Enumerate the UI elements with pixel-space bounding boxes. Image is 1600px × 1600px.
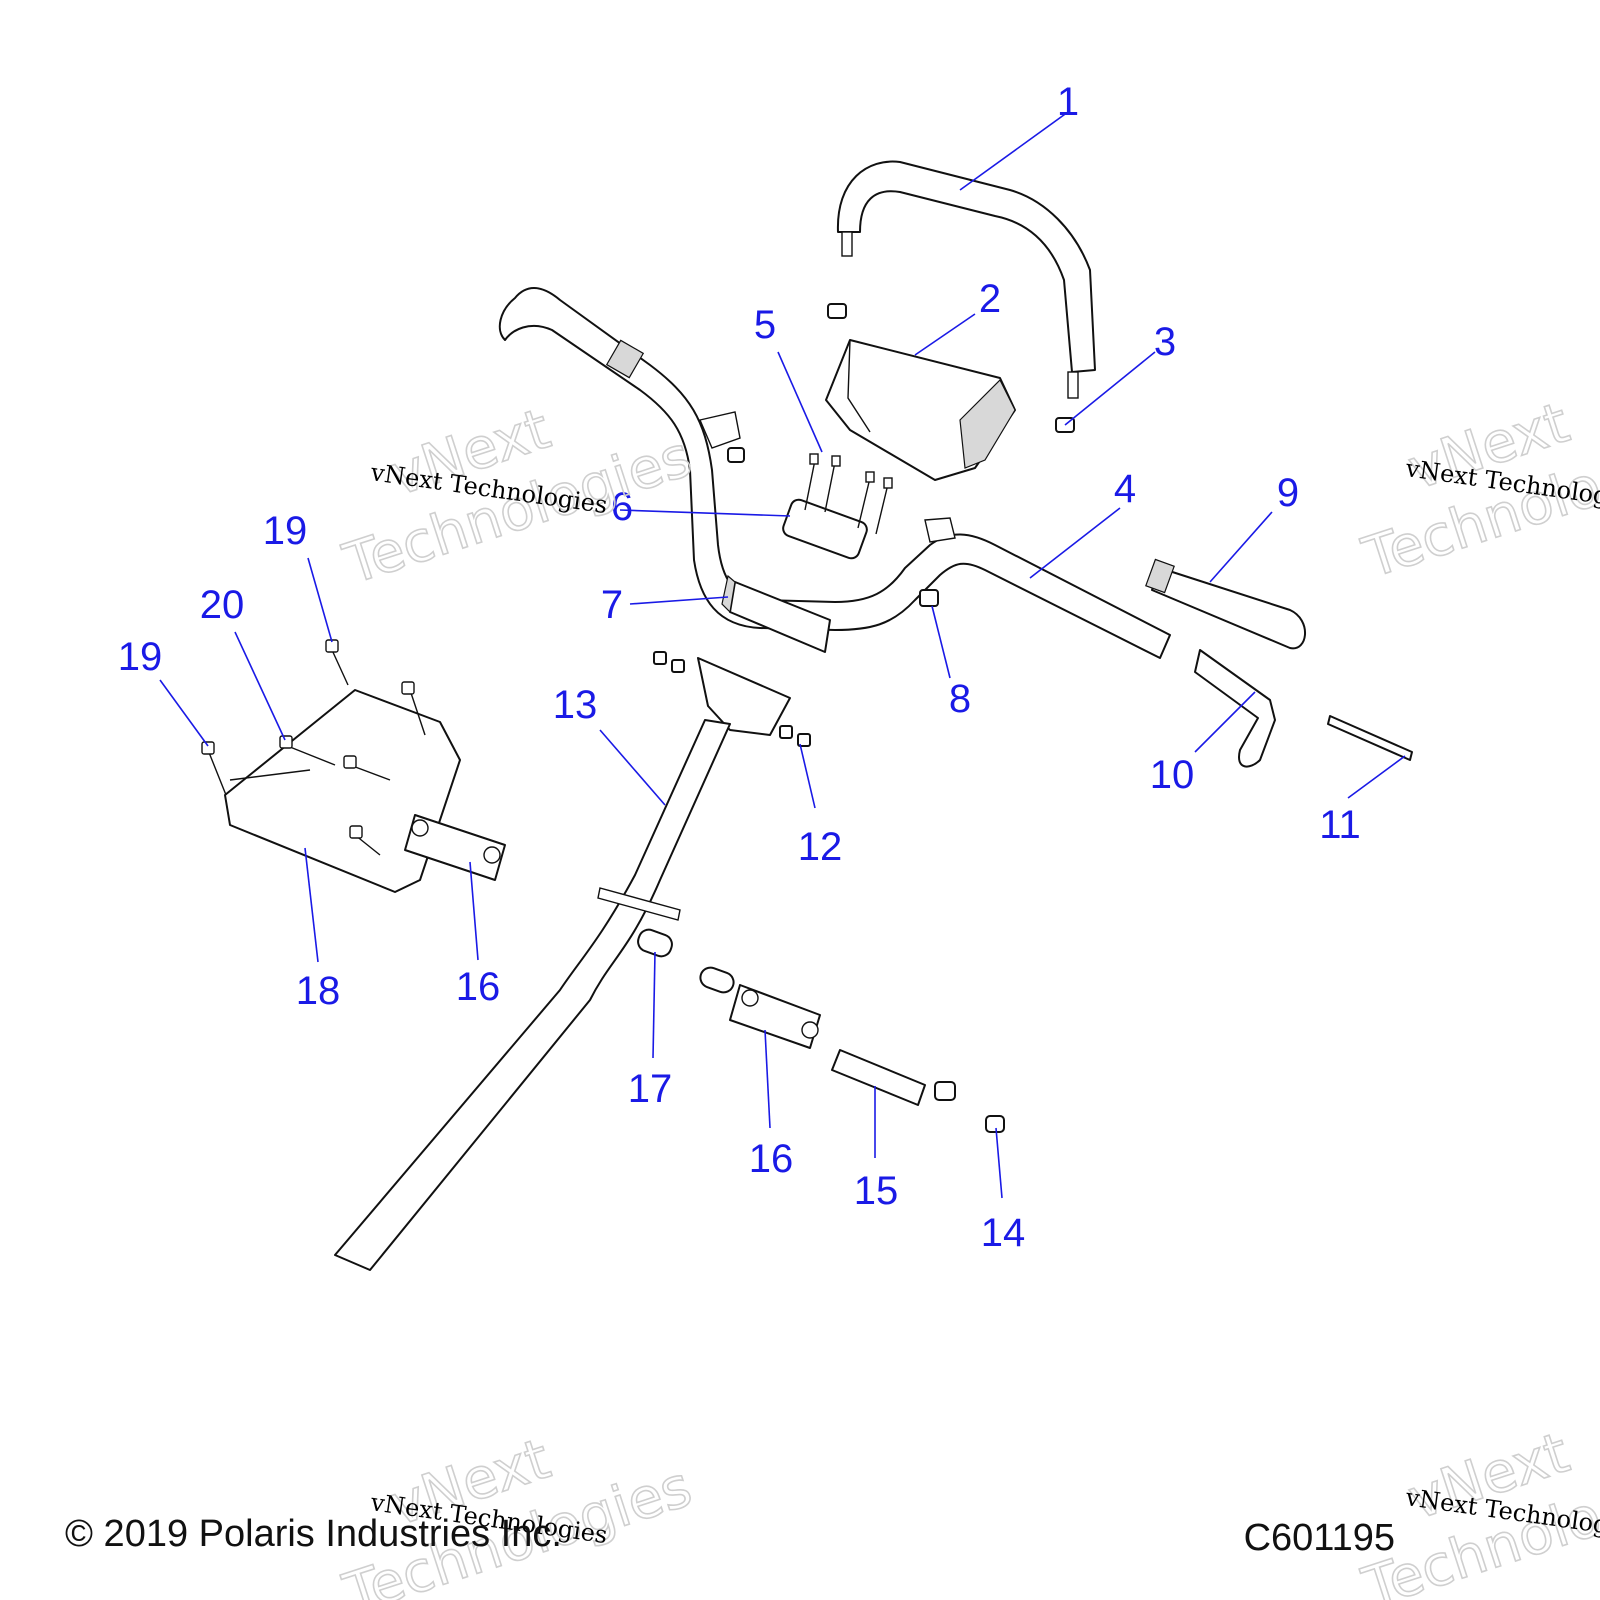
leader-19-lower — [159, 679, 209, 747]
callout-3: 3 — [1154, 320, 1176, 364]
leader-17 — [652, 951, 656, 1059]
leader-2 — [914, 313, 976, 356]
leader-16-upper — [469, 861, 479, 961]
callout-14: 14 — [981, 1211, 1026, 1255]
parts-drawing — [201, 160, 1413, 1271]
callout-2: 2 — [979, 277, 1001, 321]
leader-3 — [1064, 351, 1156, 426]
callout-19-lower: 19 — [118, 635, 163, 679]
callout-5: 5 — [754, 303, 776, 347]
leader-4 — [1029, 507, 1121, 579]
leader-20 — [234, 631, 286, 741]
part-clamp-upper — [782, 453, 893, 560]
callout-16-upper: 16 — [456, 965, 501, 1009]
leader-19-upper — [307, 557, 333, 643]
leader-7 — [629, 596, 729, 605]
part-bushing — [637, 928, 673, 958]
part-lever — [1194, 649, 1276, 768]
leader-12 — [799, 743, 816, 809]
part-clamp-block-upper — [404, 814, 506, 881]
part-steering-post — [334, 657, 791, 1271]
callout-18: 18 — [296, 969, 341, 1013]
leader-11 — [1347, 755, 1406, 799]
leader-13 — [599, 729, 666, 806]
leader-8 — [931, 605, 951, 679]
callout-8: 8 — [949, 677, 971, 721]
figure-id: C601195 — [1244, 1517, 1395, 1559]
callout-10: 10 — [1150, 753, 1195, 797]
leader-5 — [777, 351, 823, 453]
leader-14 — [995, 1127, 1003, 1199]
callout-9: 9 — [1277, 471, 1299, 515]
callout-7: 7 — [601, 583, 623, 627]
callout-17: 17 — [628, 1067, 673, 1111]
leader-6 — [619, 509, 791, 517]
part-grip — [1145, 558, 1306, 650]
part-plate — [831, 1049, 956, 1106]
leader-18 — [304, 847, 319, 963]
leader-lines — [159, 111, 1406, 1199]
callout-6: 6 — [611, 485, 633, 529]
leader-16-lower — [764, 1029, 771, 1129]
part-caps — [653, 651, 811, 747]
callout-20: 20 — [200, 583, 245, 627]
part-nut-upper — [827, 303, 847, 319]
part-bracket — [201, 639, 461, 893]
callout-15: 15 — [854, 1169, 899, 1213]
callout-13: 13 — [553, 683, 598, 727]
part-nut-8 — [919, 589, 939, 607]
callout-12: 12 — [798, 825, 843, 869]
callout-4: 4 — [1114, 467, 1136, 511]
leader-1 — [959, 111, 1069, 191]
part-nut-bar — [727, 447, 745, 463]
callout-11: 11 — [1319, 803, 1361, 847]
part-pin — [1327, 715, 1413, 761]
copyright-text: © 2019 Polaris Industries Inc. — [65, 1513, 562, 1555]
leader-10 — [1194, 691, 1256, 753]
part-nut-14 — [985, 1115, 1005, 1133]
part-grab-handle — [836, 160, 1096, 399]
callout-numbers: 1 2 3 4 5 6 7 8 9 10 11 12 13 14 15 16 1… — [118, 80, 1361, 1255]
callout-16-lower: 16 — [749, 1137, 794, 1181]
part-cover-pad — [825, 339, 1016, 481]
callout-1: 1 — [1057, 80, 1079, 124]
part-clamp-block-lower — [699, 966, 821, 1049]
part-handlebar — [498, 287, 1171, 659]
callout-19-upper: 19 — [263, 509, 308, 553]
part-clamp-lower — [721, 574, 831, 653]
leader-9 — [1209, 511, 1273, 583]
